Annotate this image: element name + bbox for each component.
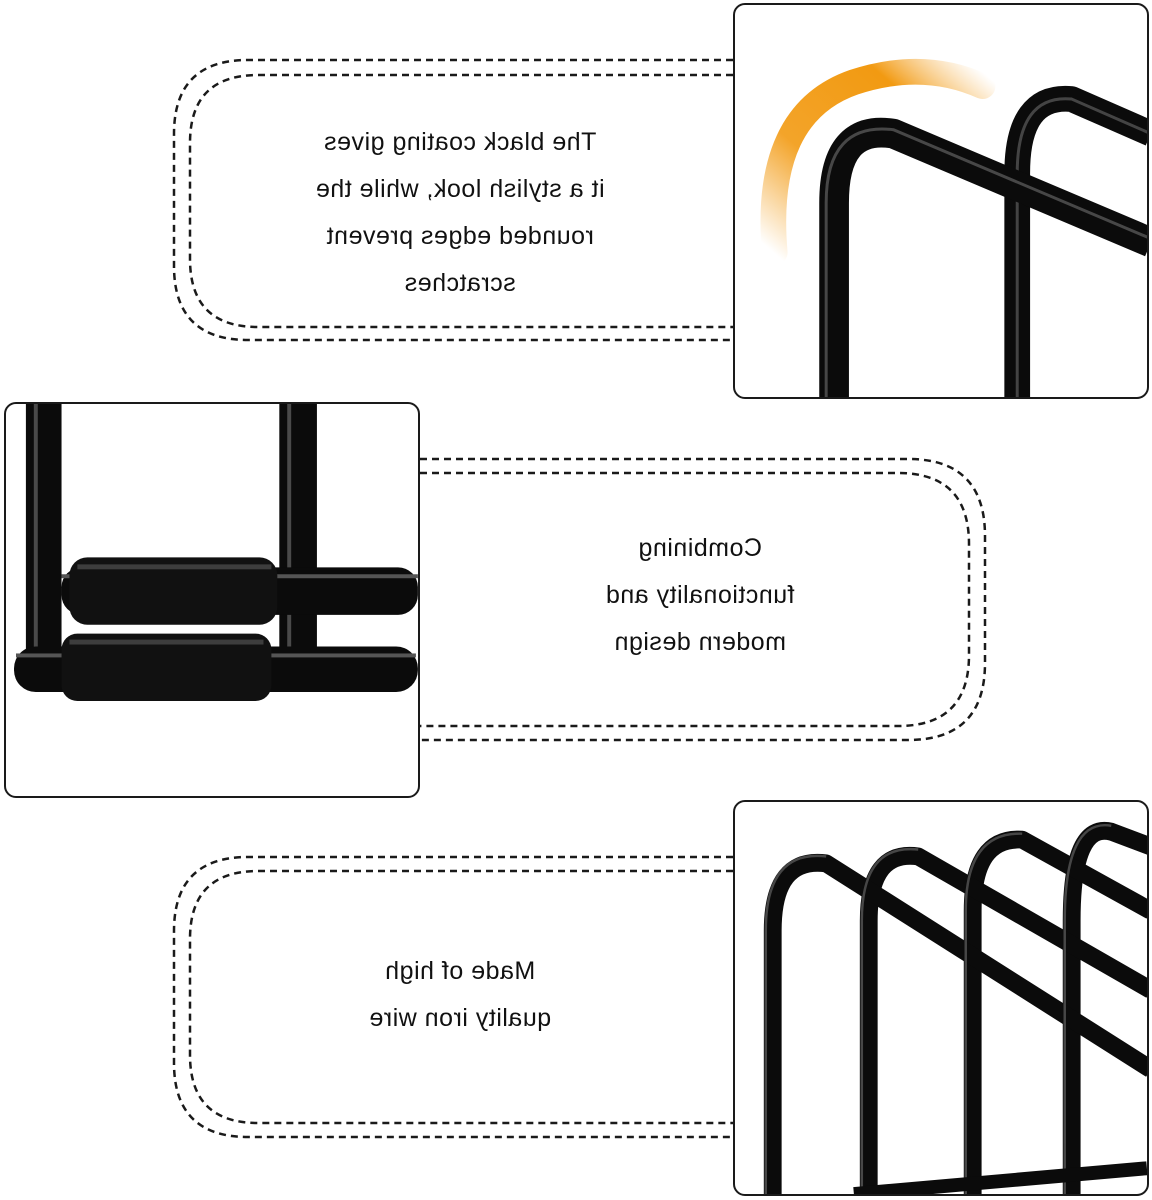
caption-3-line-2: quality iron wire <box>368 1004 552 1032</box>
upper-sleeve <box>69 557 278 625</box>
rounded-wire-corner-image <box>760 58 1147 397</box>
caption-1-line-3: rounded edges prevent <box>326 222 594 250</box>
lower-sleeve <box>61 633 272 701</box>
photo-frame-wire-arches <box>733 800 1149 1196</box>
caption-iron-wire: Made of high quality iron wire <box>230 945 690 1045</box>
wire-arch-2 <box>859 846 1147 1194</box>
caption-3-line-1: Made of high <box>384 957 536 985</box>
photo-frame-rounded-wire <box>733 3 1149 399</box>
caption-1-line-4: scratches <box>404 269 516 297</box>
caption-functionality-design: Combining functionality and modern desig… <box>460 525 940 665</box>
caption-2-line-2: functionality and <box>605 580 795 609</box>
caption-1-line-1: The black coating gives <box>323 128 597 156</box>
highlight-arc <box>760 58 996 266</box>
caption-2-line-3: modern design <box>614 627 786 656</box>
caption-1-line-2: it a stylish look, while the <box>315 175 605 203</box>
front-wire <box>819 117 1147 397</box>
wire-arch-4 <box>1062 821 1147 1194</box>
caption-2-line-1: Combining <box>638 533 763 562</box>
caption-black-coating: The black coating gives it a stylish loo… <box>230 118 690 308</box>
wire-arches-image <box>763 821 1147 1194</box>
wire-arch-1 <box>763 853 1147 1194</box>
rubber-foot-image <box>14 404 418 701</box>
wire-arch-3 <box>963 830 1147 1194</box>
vertical-wire-left <box>25 404 62 652</box>
photo-frame-rubber-foot <box>4 402 420 798</box>
